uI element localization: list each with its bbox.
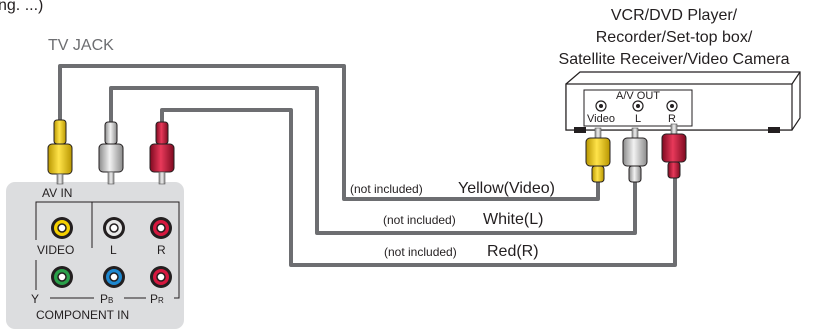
pb-label: PB [100,292,113,306]
device-r-jack[interactable] [666,100,678,112]
top-text-fragment: ng. ...) [0,0,43,14]
yellow-cable-label: Yellow(Video) [458,180,555,197]
yellow-plug-tv [47,119,73,185]
r-label: R [157,243,166,257]
pb-jack[interactable] [103,266,125,288]
device-video-jack[interactable] [595,100,607,112]
red-plug-device [661,123,687,179]
white-plug-tv [98,121,124,185]
pr-jack[interactable] [150,266,172,288]
red-cable-label: Red(R) [487,243,539,260]
white-plug-device [622,127,648,183]
device-title-line3: Satellite Receiver/Video Camera [559,51,790,68]
device-jack-video-label: Video [587,113,615,125]
l-jack[interactable] [103,217,125,239]
tv-av-panel: AV IN VIDEO L R [6,182,184,329]
red-plug-tv [149,121,175,185]
pr-label: PR [150,292,164,306]
white-cable-note: (not included) [383,213,456,227]
yellow-cable-path [58,64,600,201]
yellow-plug-device [585,127,611,183]
y-label: Y [31,292,39,306]
white-cable-label: White(L) [483,211,543,228]
video-jack[interactable] [51,217,73,239]
device-jack-r-label: R [668,113,676,125]
pb-sub: B [108,296,113,305]
video-label: VIDEO [37,243,74,257]
red-cable-note: (not included) [384,245,457,259]
cables [58,64,677,267]
component-in-label: COMPONENT IN [36,308,129,322]
device-jack-l-label: L [635,113,641,125]
device-l-jack[interactable] [632,100,644,112]
y-jack[interactable] [51,266,73,288]
source-device: A/V OUT Video L R [565,71,801,133]
av-out-label: A/V OUT [616,90,660,102]
tv-panel-background [6,182,184,329]
tv-jack-title: TV JACK [48,37,114,54]
device-title-line1: VCR/DVD Player/ [611,7,738,24]
white-cable-path [109,86,637,235]
red-cable-path [160,108,677,267]
r-jack[interactable] [150,217,172,239]
l-label: L [110,243,117,257]
yellow-cable-note: (not included) [350,182,423,196]
pb-main: P [100,292,108,306]
pr-main: P [150,292,158,306]
device-title-line2: Recorder/Set-top box/ [596,29,753,46]
av-in-label: AV IN [42,186,72,200]
pr-sub: R [158,296,164,305]
